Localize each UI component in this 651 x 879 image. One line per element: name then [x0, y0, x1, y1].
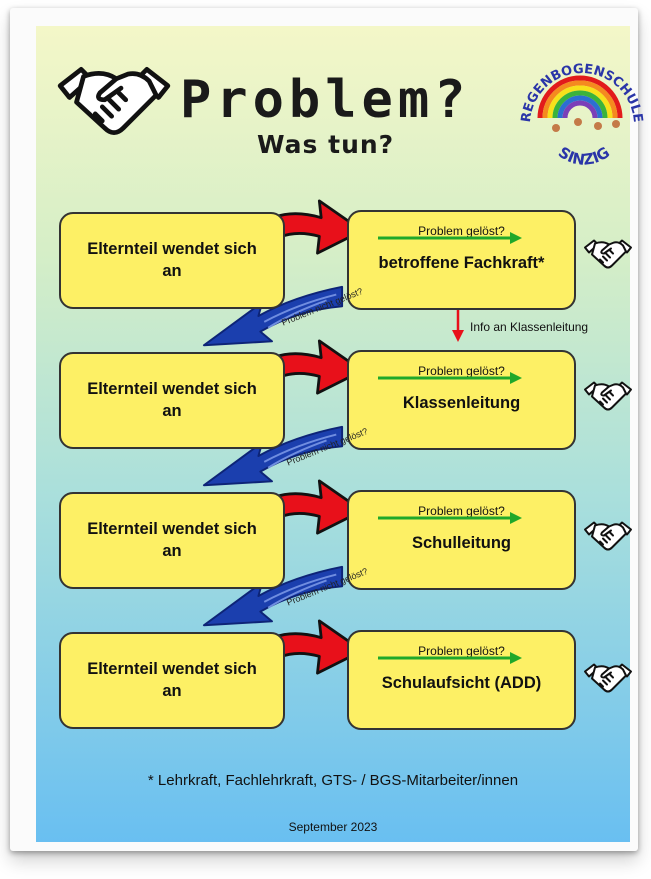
contact-label: Klassenleitung — [402, 394, 521, 412]
info-label: Info an Klassenleitung — [470, 320, 589, 334]
date-label: September 2023 — [288, 820, 378, 834]
parent-box-4: Elternteil wendet sich an — [59, 632, 285, 729]
solved-question: Problem gelöst? — [418, 224, 505, 238]
solved-question: Problem gelöst? — [418, 504, 505, 518]
contact-box-klassenleitung: Problem gelöst? Klassenleitung — [347, 350, 576, 450]
parent-box-2: Elternteil wendet sich an — [59, 352, 285, 449]
page-title: Problem? — [180, 70, 471, 130]
footnote: * Lehrkraft, Fachlehrkraft, GTS- / BGS-M… — [147, 772, 519, 789]
contact-label: Schulleitung — [412, 534, 511, 552]
handshake-icon — [60, 69, 168, 132]
school-logo: REGENBOGENSCHULE SINZIG — [519, 62, 645, 169]
contact-label: betroffene Fachkraft* — [378, 254, 545, 272]
page-subtitle: Was tun? — [257, 130, 395, 159]
parent-box-label: Elternteil wendet sich an — [87, 660, 257, 700]
handshake-icon — [583, 381, 633, 411]
solved-question: Problem gelöst? — [418, 644, 505, 658]
parent-box-label: Elternteil wendet sich an — [87, 380, 257, 420]
contact-box-schulleitung: Problem gelöst? Schulleitung — [347, 490, 576, 590]
parent-box-label: Elternteil wendet sich an — [87, 240, 257, 280]
logo-bottom-text: SINZIG — [555, 143, 613, 169]
svg-text:SINZIG: SINZIG — [555, 143, 613, 169]
parent-box-3: Elternteil wendet sich an — [59, 492, 285, 589]
contact-label: Schulaufsicht (ADD) — [381, 674, 542, 692]
contact-box-schulaufsicht: Problem gelöst? Schulaufsicht (ADD) — [347, 630, 576, 730]
contact-box-fachkraft: Problem gelöst? betroffene Fachkraft* — [347, 210, 576, 310]
solved-question: Problem gelöst? — [418, 364, 505, 378]
parent-box-label: Elternteil wendet sich an — [87, 520, 257, 560]
handshake-icon — [583, 663, 633, 693]
handshake-icon — [583, 239, 633, 269]
parent-box-1: Elternteil wendet sich an — [59, 212, 285, 309]
handshake-icon — [583, 521, 633, 551]
